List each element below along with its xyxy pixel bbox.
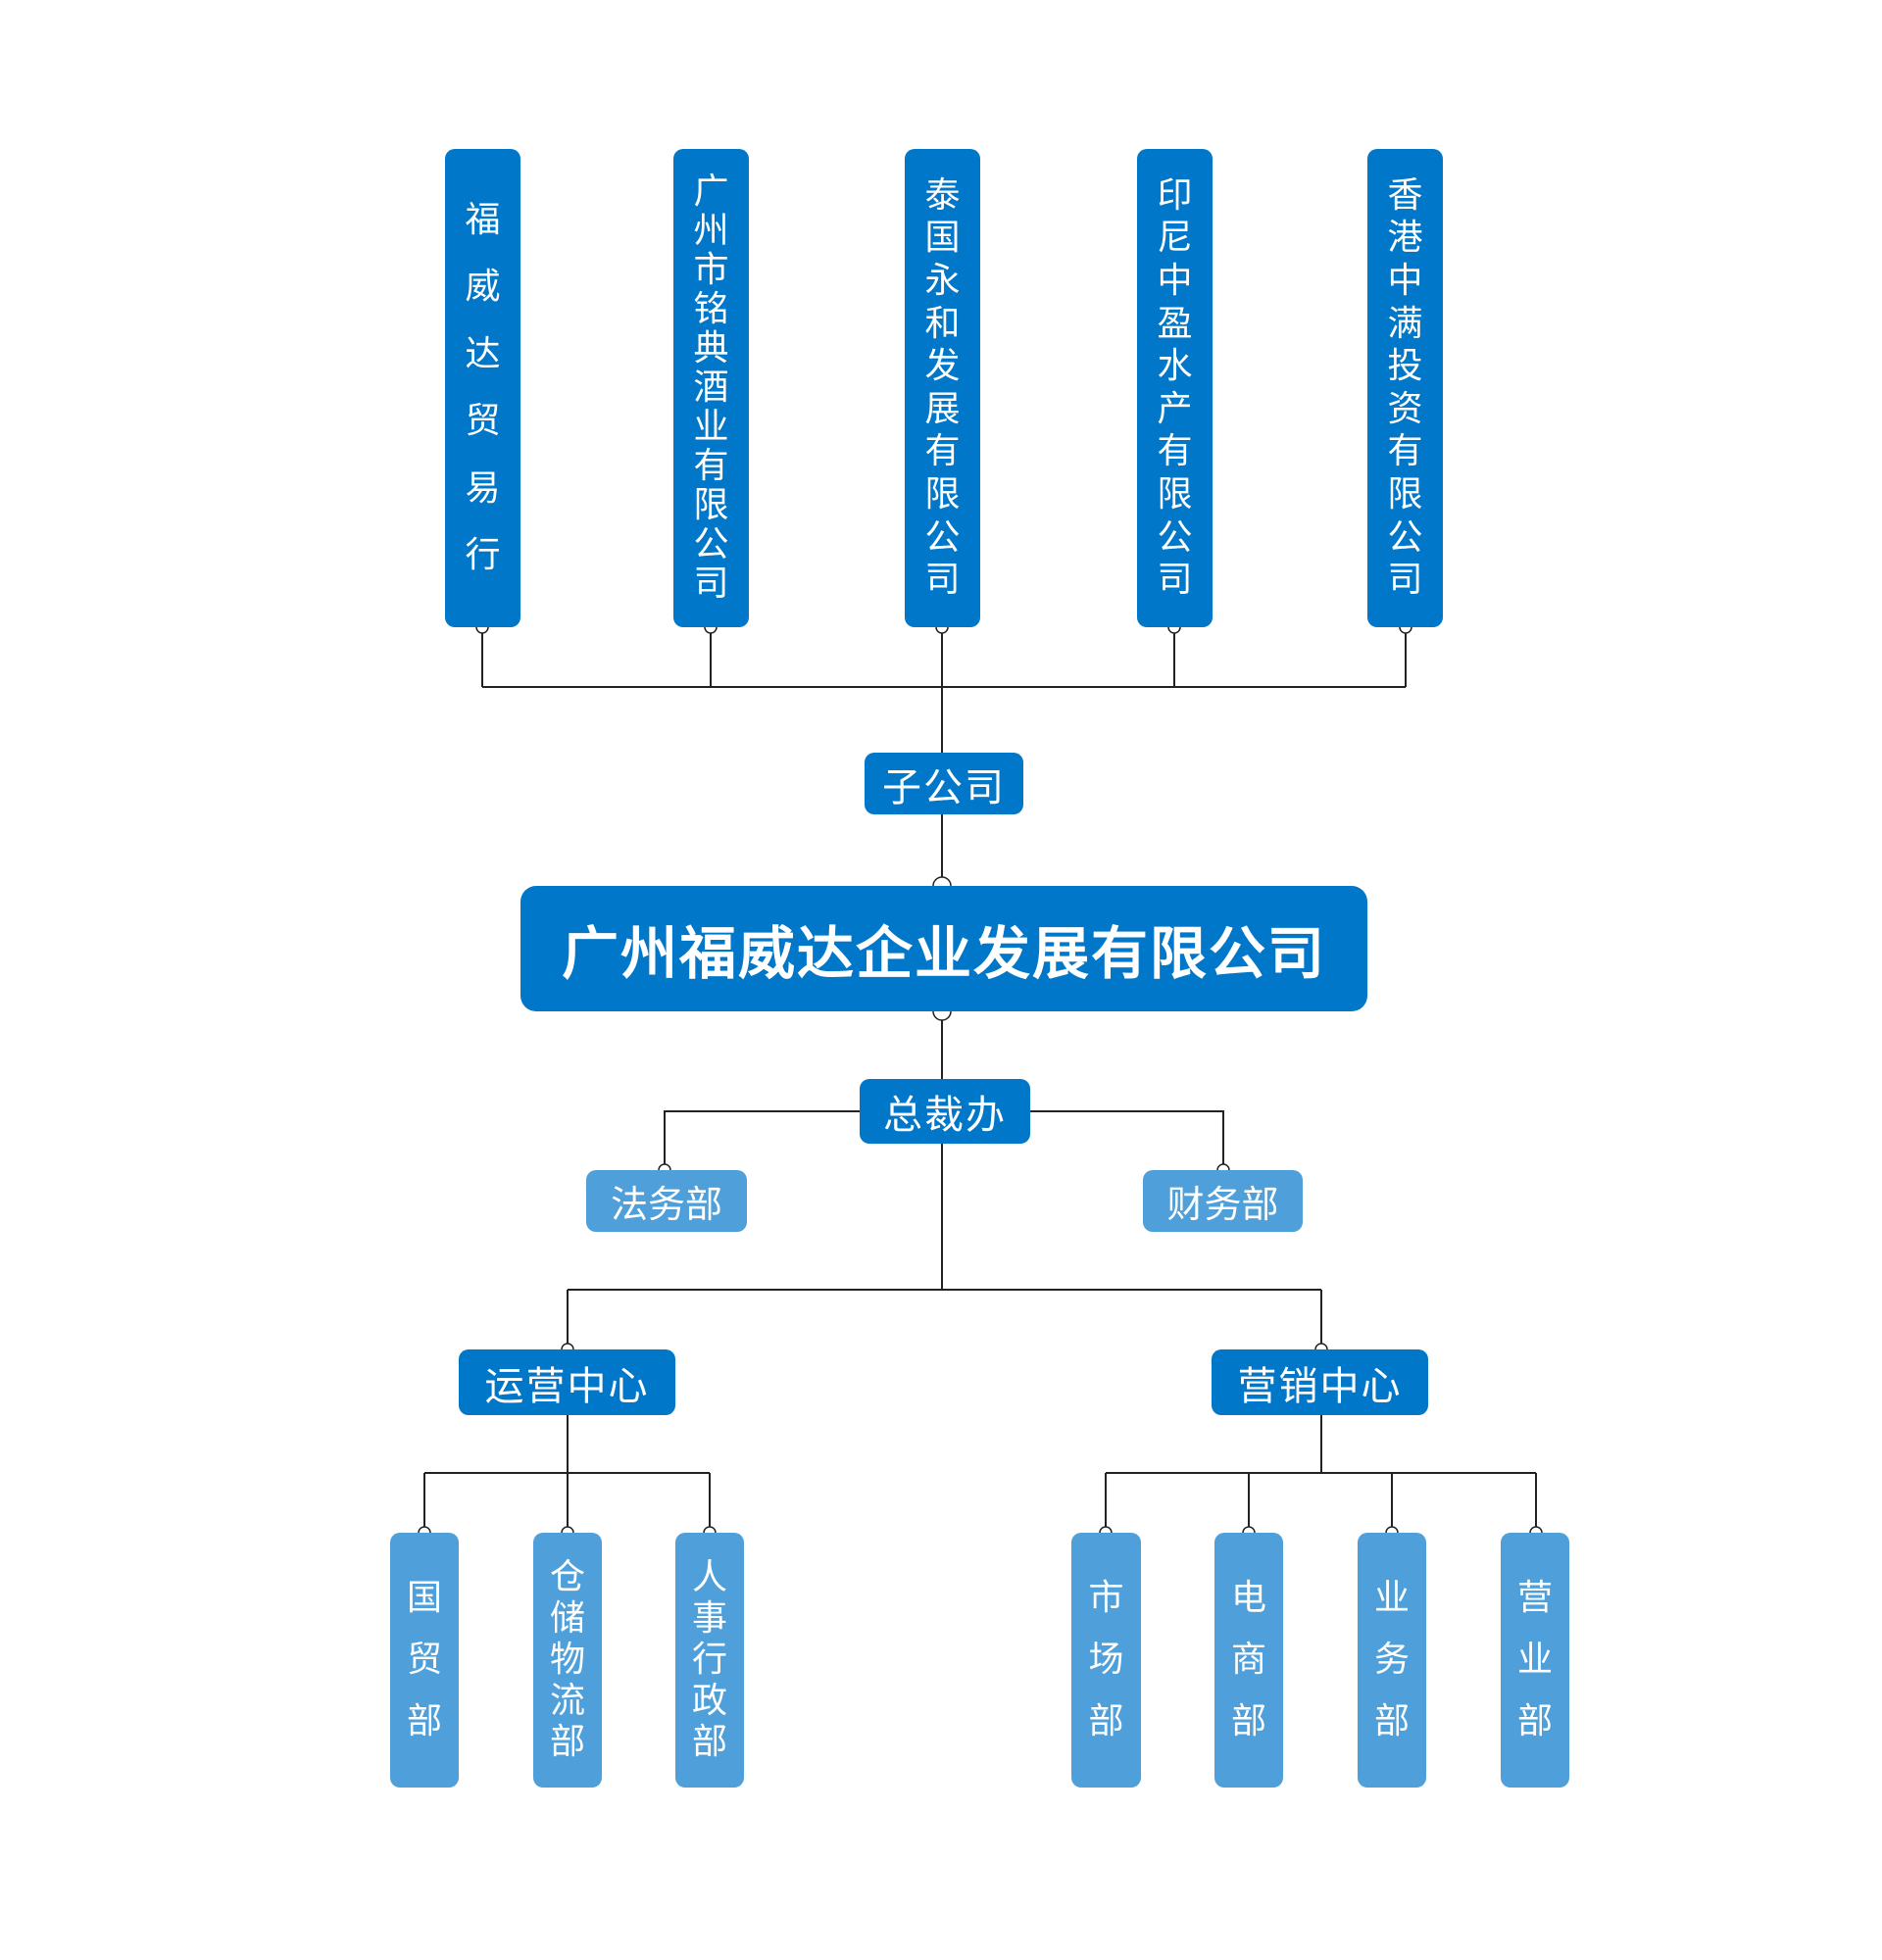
department-node[interactable]: 电商部 (1214, 1533, 1283, 1788)
marketing-center-node[interactable]: 营销中心 (1212, 1349, 1428, 1415)
operations-center-node[interactable]: 运营中心 (459, 1349, 675, 1415)
legal-department-node[interactable]: 法务部 (586, 1170, 747, 1232)
legal-department-label: 法务部 (610, 1183, 722, 1226)
subsidiary-node[interactable]: 泰国永和发展有限公司 (905, 149, 980, 627)
connector-line (1030, 1110, 1224, 1170)
subsidiaries-group-node[interactable]: 子公司 (865, 753, 1023, 814)
subsidiary-node[interactable]: 香港中满投资有限公司 (1367, 149, 1443, 627)
department-node[interactable]: 人事行政部 (675, 1533, 744, 1788)
company-root-node[interactable]: 广州福威达企业发展有限公司 (520, 886, 1367, 1011)
department-node[interactable]: 市场部 (1071, 1533, 1141, 1788)
subsidiary-node[interactable]: 广州市铭典酒业有限公司 (673, 149, 749, 627)
department-node[interactable]: 业务部 (1358, 1533, 1426, 1788)
connector-line (664, 1110, 860, 1170)
finance-department-label: 财务部 (1166, 1183, 1279, 1226)
department-node[interactable]: 仓储物流部 (533, 1533, 602, 1788)
department-node[interactable]: 营业部 (1501, 1533, 1569, 1788)
president-office-node[interactable]: 总裁办 (860, 1079, 1030, 1144)
operations-center-label: 运营中心 (484, 1363, 650, 1409)
subsidiaries-group-label: 子公司 (882, 764, 1006, 810)
department-node[interactable]: 国贸部 (390, 1533, 459, 1788)
company-title: 广州福威达企业发展有限公司 (561, 920, 1326, 987)
president-office-label: 总裁办 (883, 1093, 1007, 1138)
finance-department-node[interactable]: 财务部 (1143, 1170, 1303, 1232)
subsidiary-node[interactable]: 印尼中盈水产有限公司 (1137, 149, 1213, 627)
subsidiary-node[interactable]: 福威达贸易行 (445, 149, 520, 627)
marketing-center-label: 营销中心 (1237, 1363, 1403, 1409)
